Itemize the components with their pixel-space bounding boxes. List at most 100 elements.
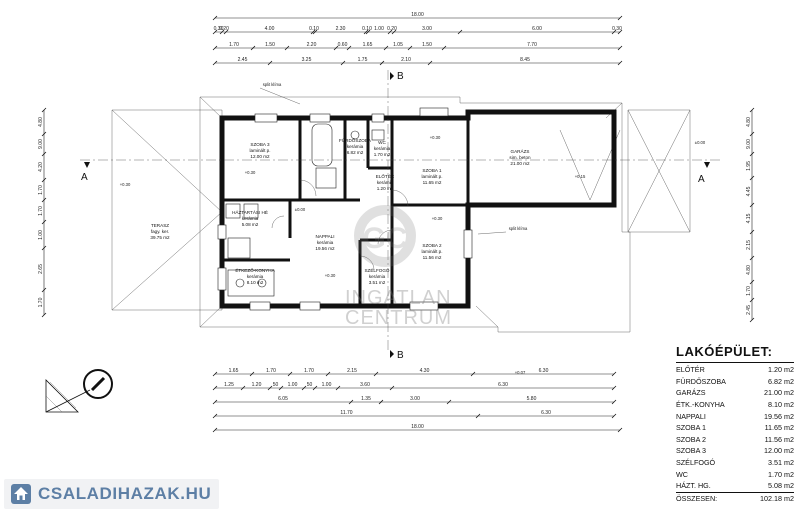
dimension-value: 9.00: [38, 139, 44, 149]
dimension-value: 0.10: [309, 26, 319, 32]
room-label-terasz: fagy. ker.: [151, 229, 169, 234]
dimension-tick: [340, 60, 346, 66]
interior-walls: [222, 112, 470, 306]
legend-room-area: 11.65 m2: [764, 423, 794, 433]
room-label-haztartasi: HÁZTARTÁSI HÉ: [232, 209, 268, 215]
dimension-tick: [383, 45, 389, 51]
dimension-tick: [333, 45, 339, 51]
level-mark: ±0.00: [695, 140, 706, 145]
dimension-tick: [611, 385, 617, 391]
legend-room-area: 1.70 m2: [768, 469, 794, 479]
dimension-tick: [611, 399, 617, 405]
dimension-tick: [611, 29, 617, 35]
dimension-tick: [41, 219, 47, 225]
dimension-tick: [387, 29, 393, 35]
dimension-tick: [278, 385, 284, 391]
legend-room-name: HÁZT. HG.: [676, 481, 711, 491]
dimension-value: 1.65: [229, 368, 239, 374]
dimension-value: 9.00: [746, 139, 752, 149]
dimension-value: 4.00: [265, 26, 275, 32]
room-label-etkezo: kerámia: [247, 274, 264, 279]
dimension-value: 1.50: [265, 42, 275, 48]
dimension-value: 1.70: [38, 297, 44, 307]
room-label-garazs: 21.00 m2: [510, 161, 530, 166]
dimension-tick: [312, 29, 318, 35]
legend-room-area: 1.20 m2: [768, 365, 794, 375]
site-brand[interactable]: CSALADIHAZAK.HU: [4, 479, 220, 509]
dimension-value: 4.80: [746, 265, 752, 275]
dimension-value: 50: [273, 382, 279, 388]
room-label-wc: WC: [378, 140, 386, 145]
dimension-tick: [41, 287, 47, 293]
legend-room-area: 8.10 m2: [768, 400, 794, 410]
room-label-nappali: 19.56 m2: [315, 246, 335, 251]
dimension-tick: [617, 45, 623, 51]
dimension-tick: [617, 60, 623, 66]
room-label-etkezo: ÉTKEZŐ-KONYHA: [235, 267, 275, 273]
dimension-value: 1.00: [288, 382, 298, 388]
dimension-value: 18.00: [411, 12, 424, 18]
legend-room-area: 19.56 m2: [764, 411, 794, 421]
dimension-tick: [212, 15, 218, 21]
dimension-value: 1.20: [252, 382, 262, 388]
dimension-tick: [41, 151, 47, 157]
dimension-value: 1.05: [393, 42, 403, 48]
dimension-tick: [378, 399, 384, 405]
dimension-value: 1.00: [322, 382, 332, 388]
watermark-line1: INGATLAN: [345, 287, 452, 309]
legend-room-name: SZÉLFOGÓ: [676, 458, 716, 468]
dimension-value: 1.65: [363, 42, 373, 48]
room-label-eloter: 1.20 m2: [377, 186, 394, 191]
room-label-garazs: sim. beton: [509, 155, 531, 160]
dimension-value: 11.70: [340, 410, 352, 416]
watermark-line2: CENTRUM: [345, 307, 452, 329]
room-label-szoba2: 11.56 m2: [423, 255, 442, 260]
dimension-value: 1.70: [746, 286, 752, 296]
legend-row: HÁZT. HG.5.08 m2: [676, 480, 794, 492]
dimension-value: 4.80: [746, 117, 752, 127]
room-label-szoba3: SZOBA 3: [250, 142, 270, 147]
dimension-tick: [617, 427, 623, 433]
svg-text:GC: GC: [363, 222, 408, 255]
dimension-value: 0.20: [219, 26, 229, 32]
dimension-value: 6.30: [539, 368, 549, 374]
dimension-tick: [223, 29, 229, 35]
dimension-value: 6.05: [278, 396, 288, 402]
dimension-tick: [749, 255, 755, 261]
dimension-value: 7.70: [527, 42, 537, 48]
dimension-tick: [310, 29, 316, 35]
dimension-tick: [441, 45, 447, 51]
dimension-value: 5.80: [527, 396, 537, 402]
room-label-furdo: 6.82 m2: [347, 150, 364, 155]
dimension-value: 2.15: [746, 240, 752, 250]
dimension-tick: [212, 427, 218, 433]
room-label-szelfogo: kerámia: [369, 274, 386, 279]
legend-total-label: ÖSSZESEN:: [676, 491, 747, 505]
dimension-tick: [617, 29, 623, 35]
dimension-tick: [749, 131, 755, 137]
dimension-value: 18.00: [411, 424, 424, 430]
dimension-tick: [41, 312, 47, 318]
dimension-tick: [457, 29, 463, 35]
dimension-tick: [212, 399, 218, 405]
dimension-tick: [749, 229, 755, 235]
dimension-value: 1.70: [304, 368, 314, 374]
legend-room-name: SZOBA 3: [676, 446, 706, 456]
room-label-wc: kerámia: [374, 146, 391, 151]
terrace-outline: [111, 109, 223, 311]
door-swings: [271, 179, 409, 271]
dimension-tick: [379, 60, 385, 66]
room-label-szoba3: laminált p.: [250, 148, 271, 153]
dimension-value: 0.10: [362, 26, 372, 32]
dimension-tick: [41, 131, 47, 137]
dimension-value: 3.00: [422, 26, 432, 32]
room-label-haztartasi: kerámia: [242, 216, 259, 221]
